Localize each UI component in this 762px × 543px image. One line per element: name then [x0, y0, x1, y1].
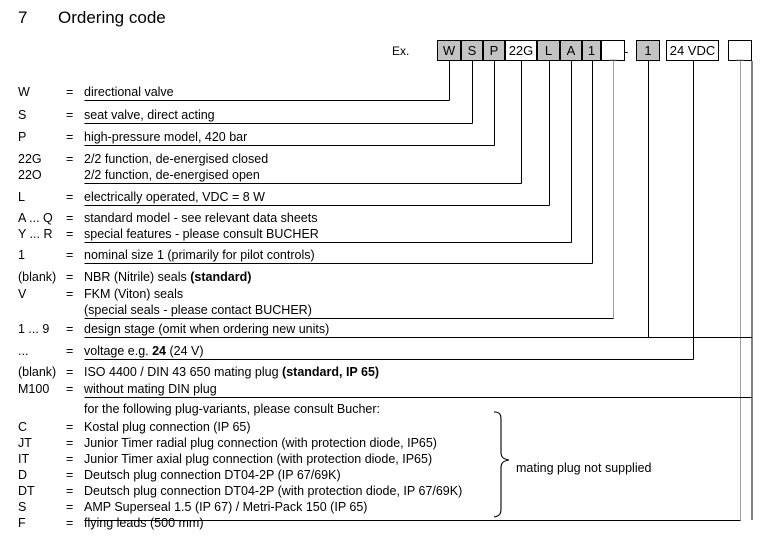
- code-box-3: 22G: [505, 40, 537, 61]
- legend-equals: =: [66, 152, 74, 166]
- legend-key: S: [18, 108, 27, 122]
- code-box-text: 22G: [508, 43, 534, 58]
- legend-value: Deutsch plug connection DT04-2P (with pr…: [84, 484, 463, 498]
- section-number: 7: [18, 8, 28, 27]
- legend-key: L: [18, 190, 25, 204]
- legend-value: without mating DIN plug: [84, 382, 217, 396]
- legend-equals: =: [66, 468, 74, 482]
- legend-value: 2/2 function, de-energised closed: [84, 152, 269, 166]
- code-box-text: A: [566, 43, 576, 58]
- code-box-text: 1: [644, 43, 652, 58]
- legend-value: voltage e.g. 24 (24 V): [84, 344, 204, 358]
- legend-key: M100: [18, 382, 50, 396]
- legend-key: 22G: [18, 152, 42, 166]
- legend-key: (blank): [18, 365, 57, 379]
- legend-value: nominal size 1 (primarily for pilot cont…: [84, 248, 315, 262]
- legend-value: seat valve, direct acting: [84, 108, 215, 122]
- code-box-text: P: [489, 43, 499, 58]
- legend-value: NBR (Nitrile) seals (standard): [84, 270, 252, 284]
- legend-value: Junior Timer radial plug connection (wit…: [84, 436, 437, 450]
- code-box-8: 1: [636, 40, 660, 61]
- legend-key: IT: [18, 452, 30, 466]
- code-box-text: _: [736, 46, 744, 61]
- legend-key: 1 ... 9: [18, 322, 50, 336]
- mating-plug-note: mating plug not supplied: [516, 461, 652, 475]
- code-box-text: 24 VDC: [669, 43, 716, 58]
- legend-equals: =: [66, 130, 74, 144]
- legend-value: for the following plug-variants, please …: [84, 402, 380, 416]
- code-box-0: W: [437, 40, 461, 61]
- legend-key: W: [18, 85, 30, 99]
- legend-equals: =: [66, 322, 74, 336]
- legend-key: C: [18, 420, 28, 434]
- legend-key: 1: [18, 248, 25, 262]
- code-box-text: S: [467, 43, 477, 58]
- plug-variant-brace: [493, 411, 510, 518]
- code-box-1: S: [461, 40, 483, 61]
- legend-equals: =: [66, 270, 74, 284]
- example-label: Ex.: [392, 44, 410, 58]
- legend-key: ...: [18, 344, 29, 358]
- legend-key: JT: [18, 436, 32, 450]
- legend-key: DT: [18, 484, 35, 498]
- code-box-7: _: [601, 40, 625, 61]
- legend-value: directional valve: [84, 85, 174, 99]
- legend-key: F: [18, 516, 26, 530]
- legend-equals: =: [66, 452, 74, 466]
- legend-equals: =: [66, 248, 74, 262]
- legend-value: ISO 4400 / DIN 43 650 mating plug (stand…: [84, 365, 380, 379]
- code-box-text: 1: [587, 43, 596, 58]
- code-box-9: 24 VDC: [666, 40, 719, 61]
- legend-equals: =: [66, 211, 74, 225]
- legend-equals: =: [66, 190, 74, 204]
- legend-value: Junior Timer axial plug connection (with…: [84, 452, 433, 466]
- legend-value: Kostal plug connection (IP 65): [84, 420, 251, 434]
- code-box-4: L: [537, 40, 560, 61]
- legend-value: AMP Superseal 1.5 (IP 67) / Metri-Pack 1…: [84, 500, 368, 514]
- legend-value: electrically operated, VDC = 8 W: [84, 190, 265, 204]
- legend-value: Deutsch plug connection DT04-2P (IP 67/6…: [84, 468, 341, 482]
- legend-value: flying leads (500 mm): [84, 516, 204, 530]
- legend-equals: =: [66, 500, 74, 514]
- legend-key: V: [18, 287, 27, 301]
- legend-value: high-pressure model, 420 bar: [84, 130, 248, 144]
- legend-value: FKM (Viton) seals: [84, 287, 184, 301]
- code-box-text: _: [609, 46, 617, 61]
- legend-key: A ... Q: [18, 211, 53, 225]
- legend-key: S: [18, 500, 27, 514]
- legend-value: design stage (omit when ordering new uni…: [84, 322, 330, 336]
- legend-key: 22O: [18, 168, 42, 182]
- code-box-text: W: [442, 43, 456, 58]
- legend-value: 2/2 function, de-energised open: [84, 168, 260, 182]
- legend-value: special features - please consult BUCHER: [84, 227, 319, 241]
- legend-equals: =: [66, 365, 74, 379]
- code-box-10: _: [728, 40, 752, 61]
- legend-equals: =: [66, 85, 74, 99]
- legend-equals: =: [66, 436, 74, 450]
- legend-equals: =: [66, 420, 74, 434]
- legend-equals: =: [66, 484, 74, 498]
- code-box-text: L: [544, 43, 553, 58]
- legend-equals: =: [66, 108, 74, 122]
- legend-value: standard model - see relevant data sheet…: [84, 211, 318, 225]
- legend-equals: =: [66, 344, 74, 358]
- legend-equals: =: [66, 227, 74, 241]
- legend-value: (special seals - please contact BUCHER): [84, 303, 312, 317]
- code-box-5: A: [560, 40, 582, 61]
- page-title: Ordering code: [58, 8, 166, 27]
- legend-key: D: [18, 468, 28, 482]
- legend-equals: =: [66, 382, 74, 396]
- code-separator-dash: -: [624, 44, 629, 59]
- legend-equals: =: [66, 287, 74, 301]
- legend-key: (blank): [18, 270, 57, 284]
- legend-key: Y ... R: [18, 227, 53, 241]
- code-box-2: P: [483, 40, 505, 61]
- code-box-6: 1: [582, 40, 601, 61]
- legend-key: P: [18, 130, 27, 144]
- legend-equals: =: [66, 516, 74, 530]
